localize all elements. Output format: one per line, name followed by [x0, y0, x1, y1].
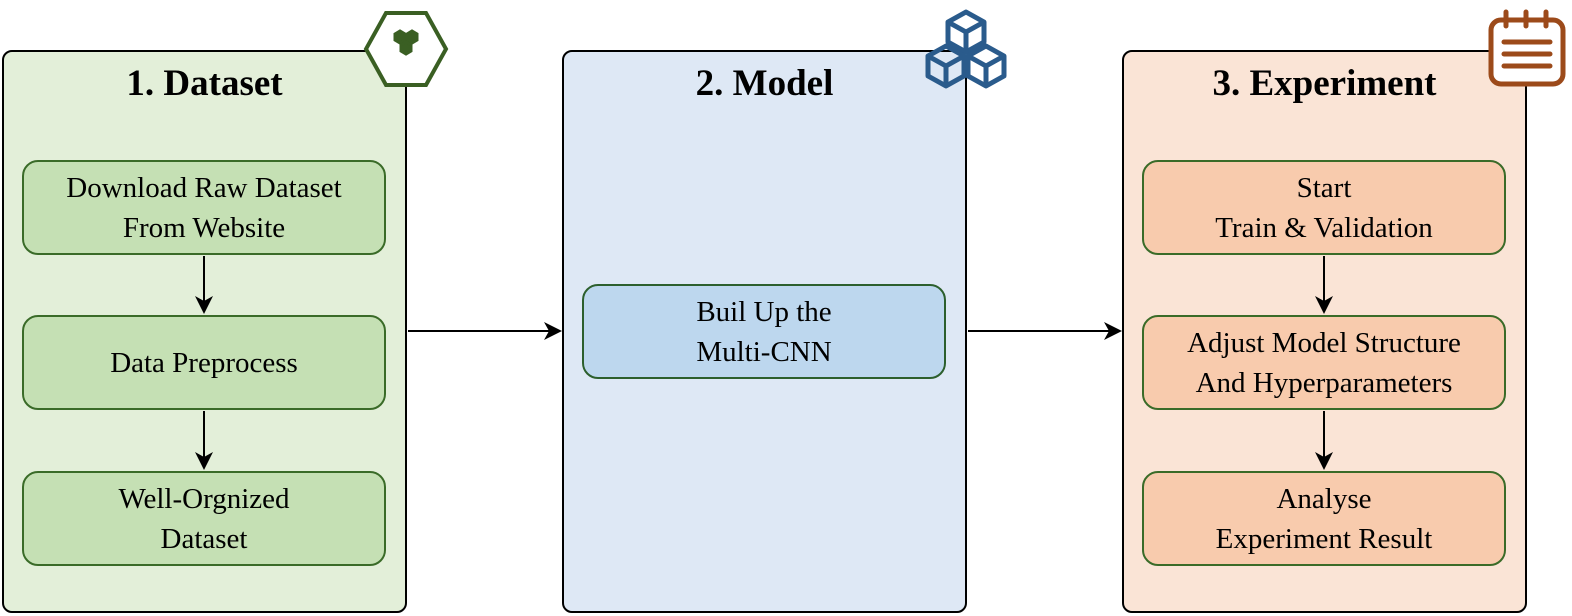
step-line: Start — [1296, 171, 1352, 204]
step-line: Multi-CNN — [696, 335, 832, 368]
data-preprocess-step: Data Preprocess — [22, 315, 386, 410]
step-line: Train & Validation — [1215, 211, 1433, 244]
notepad-icon — [1488, 9, 1566, 87]
step-line: Data Preprocess — [110, 346, 298, 379]
model-panel-title: 2. Model — [695, 63, 834, 104]
stacked-cubes-icon — [925, 9, 1007, 89]
adjust-model-structure-step: Adjust Model Structure And Hyperparamete… — [1142, 315, 1506, 410]
step-line: Well-Orgnized — [118, 482, 290, 515]
step-line: Adjust Model Structure — [1187, 326, 1461, 359]
step-line: From Website — [122, 211, 286, 244]
step-line: Dataset — [160, 522, 248, 555]
step-line: Analyse — [1276, 482, 1372, 515]
hexagon-cluster-icon — [363, 11, 449, 87]
step-line: Download Raw Dataset — [66, 171, 342, 204]
analyse-experiment-result-step: Analyse Experiment Result — [1142, 471, 1506, 566]
start-train-validation-step: Start Train & Validation — [1142, 160, 1506, 255]
well-organized-dataset-step: Well-Orgnized Dataset — [22, 471, 386, 566]
step-line: And Hyperparameters — [1195, 366, 1453, 399]
build-multi-cnn-step: Buil Up the Multi-CNN — [582, 284, 946, 379]
step-line: Experiment Result — [1215, 522, 1433, 555]
step-line: Buil Up the — [696, 295, 832, 328]
dataset-panel-title: 1. Dataset — [126, 63, 283, 104]
experiment-panel-title: 3. Experiment — [1212, 63, 1437, 104]
download-raw-dataset-step: Download Raw Dataset From Website — [22, 160, 386, 255]
